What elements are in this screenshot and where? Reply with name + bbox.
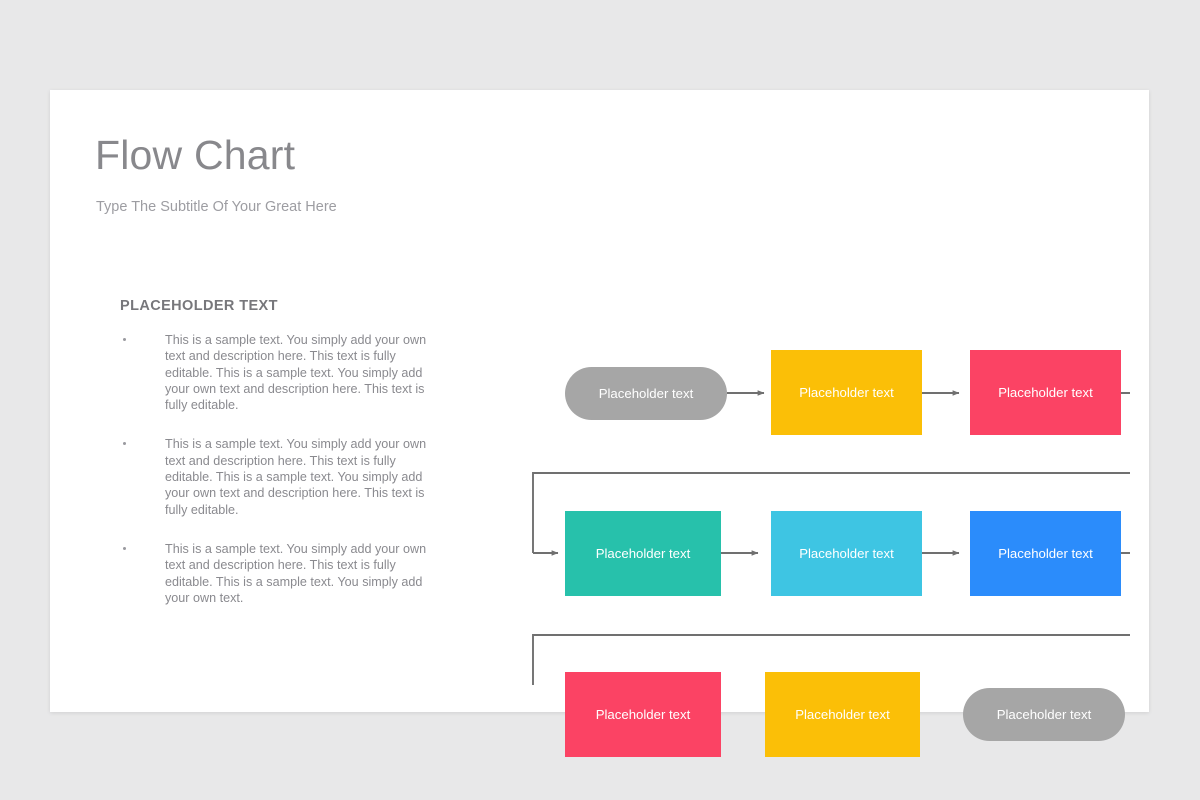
flow-node-r1-c2[interactable]: Placeholder text bbox=[771, 350, 922, 435]
flow-node-label: Placeholder text bbox=[598, 386, 694, 401]
flow-node-r3-c3[interactable]: Placeholder text bbox=[963, 688, 1125, 741]
flow-node-r1-c1[interactable]: Placeholder text bbox=[565, 367, 727, 420]
flow-node-r2-c1[interactable]: Placeholder text bbox=[565, 511, 721, 596]
page-subtitle: Type The Subtitle Of Your Great Here bbox=[96, 199, 337, 215]
flow-node-label: Placeholder text bbox=[799, 385, 894, 400]
list-item-text: This is a sample text. You simply add yo… bbox=[165, 541, 427, 605]
flow-node-r2-c3[interactable]: Placeholder text bbox=[970, 511, 1121, 596]
list-item: This is a sample text. You simply add yo… bbox=[120, 541, 445, 606]
flow-node-r2-c2[interactable]: Placeholder text bbox=[771, 511, 922, 596]
bullet-dot-icon bbox=[123, 546, 126, 550]
list-item: This is a sample text. You simply add yo… bbox=[120, 332, 445, 413]
flowchart-connectors bbox=[532, 390, 1130, 685]
list-item: This is a sample text. You simply add yo… bbox=[120, 436, 445, 517]
flow-node-label: Placeholder text bbox=[996, 707, 1092, 722]
bullet-list: This is a sample text. You simply add yo… bbox=[120, 332, 445, 606]
flow-node-label: Placeholder text bbox=[998, 546, 1093, 561]
flow-node-label: Placeholder text bbox=[799, 546, 894, 561]
flow-node-r3-c1[interactable]: Placeholder text bbox=[565, 672, 721, 757]
flow-node-r3-c2[interactable]: Placeholder text bbox=[765, 672, 920, 757]
list-item-text: This is a sample text. You simply add yo… bbox=[165, 333, 427, 413]
connector-row1-to-row2 bbox=[532, 392, 1130, 553]
left-text-panel: PLACEHOLDER TEXT This is a sample text. … bbox=[120, 298, 445, 606]
list-item-text: This is a sample text. You simply add yo… bbox=[165, 437, 427, 517]
left-panel-heading: PLACEHOLDER TEXT bbox=[120, 298, 278, 314]
flow-node-label: Placeholder text bbox=[595, 546, 691, 561]
bullet-dot-icon bbox=[123, 338, 126, 341]
flow-node-label: Placeholder text bbox=[795, 707, 890, 722]
connector-row2-to-row3 bbox=[532, 552, 1130, 685]
slide-card: Flow Chart Type The Subtitle Of Your Gre… bbox=[50, 90, 1149, 757]
flowchart: Placeholder text Placeholder text Placeh… bbox=[470, 245, 1130, 757]
flow-node-r1-c3[interactable]: Placeholder text bbox=[970, 350, 1121, 435]
bullet-dot-icon bbox=[123, 442, 126, 446]
page-title: Flow Chart bbox=[95, 132, 296, 178]
flow-node-label: Placeholder text bbox=[998, 385, 1093, 400]
flow-node-label: Placeholder text bbox=[595, 707, 691, 722]
